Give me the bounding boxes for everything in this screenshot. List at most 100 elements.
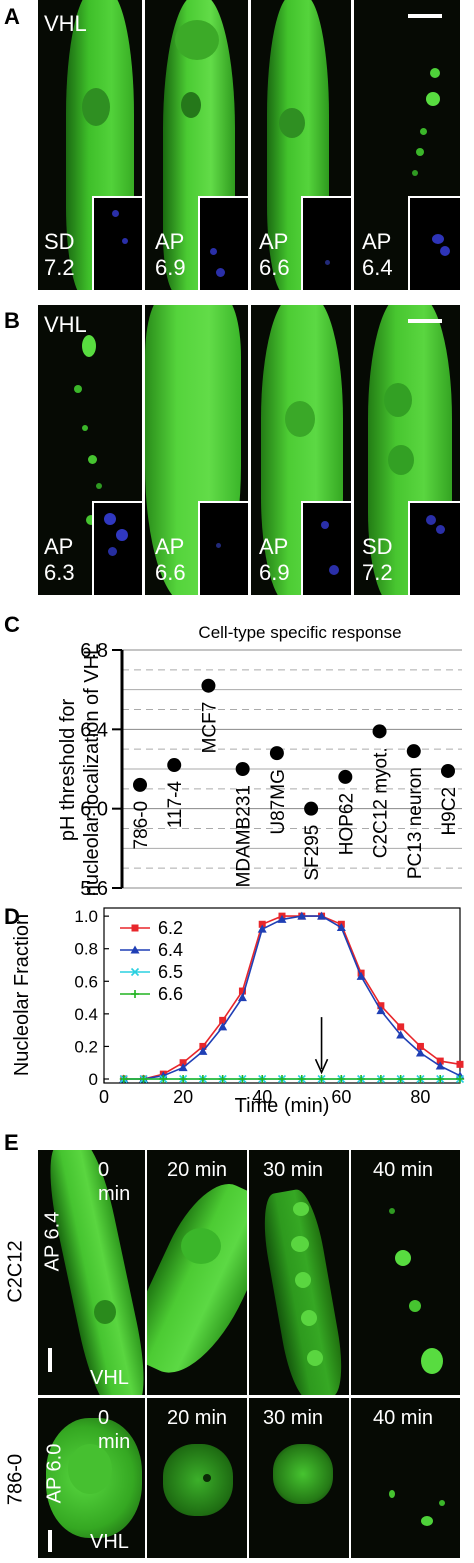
point-label: H9C2 [439,787,460,836]
data-point [376,1006,386,1015]
data-point [179,1059,187,1067]
data-point [269,746,284,761]
data-point [297,1075,306,1083]
ph-label: 6.9 [259,560,290,585]
time-label: 30 min [263,1407,324,1429]
data-point [304,801,319,816]
data-point [218,1075,227,1083]
y-tick-label: 0.4 [74,1005,98,1024]
micrograph-a-4: AP 6.4 [354,0,460,290]
micrograph-a-2: AP 6.9 [145,0,248,290]
point-label: MDAMB231 [234,785,255,887]
condition-label: AP [155,229,185,254]
x-tick-label: 40 [252,1087,272,1107]
condition-label: SD [44,229,75,254]
timelapse-c2c12-40min: 40 min [351,1150,460,1395]
data-point [219,1016,227,1024]
chart-title: Cell-type specific response [198,623,401,642]
inset-dapi [301,501,351,595]
y-tick-label: 0.8 [74,940,98,959]
data-point [416,1075,425,1083]
data-point [198,1075,207,1083]
inset-dapi [301,196,351,290]
data-point [441,763,455,778]
data-point [397,1023,405,1031]
condition-label: AP [259,229,289,254]
legend-label: 6.2 [158,918,183,938]
data-point [377,1002,385,1010]
scale-bar [408,14,442,18]
inset-dapi [198,196,248,290]
micrograph-a-3: AP 6.6 [251,0,351,290]
threshold-scatter-plot: Cell-type specific response pH threshold… [57,623,462,900]
data-point [159,1075,168,1083]
data-point [376,1075,385,1083]
data-point [238,1075,247,1083]
scale-bar [408,319,442,323]
point-label: 786-0 [131,801,152,850]
inset-dapi [92,501,142,595]
point-label: 117-4 [165,781,186,829]
micrograph-b-3: AP 6.9 [251,305,351,595]
condition-label: AP 6.4 [41,1211,64,1272]
time-label: 20 min [167,1159,228,1181]
legend-label: 6.4 [158,940,183,960]
point-label: MCF7 [199,702,220,754]
micrograph-b-4: SD 7.2 [354,305,460,595]
data-point [396,1030,406,1039]
data-point [201,678,216,693]
data-point [317,911,327,920]
x-tick-label: 20 [173,1087,193,1107]
y-tick-label: 6.0 [80,799,108,821]
protein-label: VHL [90,1367,129,1389]
y-tick-label: 5.6 [80,878,108,900]
y-tick-label: 1.0 [74,907,98,926]
inset-dapi [408,196,460,290]
data-point [198,1046,208,1055]
y-axis-label-line1: pH threshold for [57,699,79,842]
y-axis-label-line2: nucleolar localization of VHL [81,644,103,896]
data-point [317,1075,326,1083]
data-point [130,967,140,977]
point-label: HOP62 [336,793,357,855]
data-point [237,993,247,1002]
data-point [357,1075,366,1083]
inset-dapi [92,196,142,290]
time-label: 0 min [98,1159,131,1205]
time-label: 0 min [98,1407,131,1453]
legend-label: 6.5 [158,962,183,982]
point-label: PC13 neuron [405,767,426,879]
condition-label: SD [362,534,393,559]
ph-label: 6.3 [44,560,75,585]
ph-label: 6.9 [155,255,186,280]
ph-label: 6.4 [362,255,393,280]
x-tick-label: 60 [331,1087,351,1107]
ph-label: 6.6 [155,560,186,585]
data-point [133,777,147,792]
y-tick-label: 0.6 [74,972,98,991]
data-point [199,1042,207,1050]
panel-letter-e: E [4,1130,19,1155]
data-point [218,1022,228,1031]
data-point [119,1075,128,1083]
series-6.6 [119,1075,464,1083]
data-point [131,924,139,932]
arrow-head [314,1058,329,1075]
data-point [336,923,346,932]
timelapse-c2c12-0min: AP 6.4 0 min VHL [38,1150,145,1395]
data-point [257,924,267,933]
data-point [406,744,421,759]
panel-letter-d: D [4,904,20,929]
time-label: 40 min [373,1407,434,1429]
inset-dapi [408,501,460,595]
data-point [238,987,246,995]
data-point [258,920,266,928]
cell-line-label: C2C12 [4,1240,27,1303]
panel-letter-c: C [4,612,20,637]
timelapse-786-0-40min: 40 min [351,1398,460,1558]
protein-label: VHL [44,312,87,337]
timelapse-c2c12-20min: 20 min [147,1150,247,1395]
micrograph-b-2: AP 6.6 [145,305,248,595]
